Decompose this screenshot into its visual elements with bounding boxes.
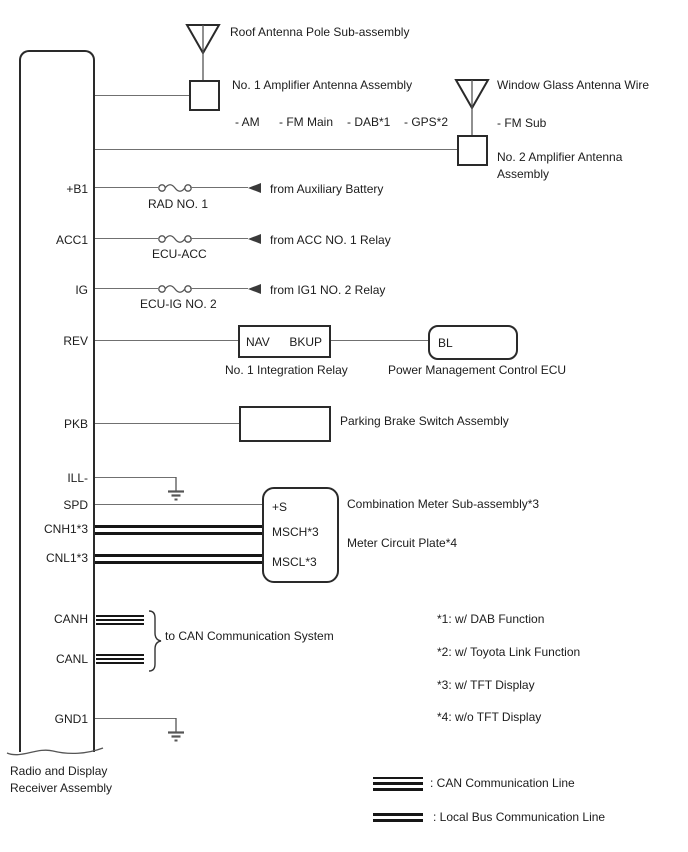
pin-label-gnd1: GND1 <box>54 712 88 726</box>
note-4: *4: w/o TFT Display <box>437 710 542 724</box>
meter-terminal-msch: MSCH*3 <box>272 525 319 539</box>
local-bus-cnl1-line1 <box>95 554 262 557</box>
source-label-b1: from Auxiliary Battery <box>270 182 384 196</box>
wire-rev-left <box>95 340 238 342</box>
wire-ig-right <box>190 288 248 290</box>
pin-label-cnl1: CNL1*3 <box>45 551 88 565</box>
pin-label-b1: +B1 <box>66 182 88 196</box>
note-3: *3: w/ TFT Display <box>437 678 535 692</box>
pin-label-canl: CANL <box>55 652 88 666</box>
can-canl-line2 <box>96 658 144 660</box>
band-fm-sub: - FM Sub <box>497 116 547 130</box>
pin-label-spd: SPD <box>63 498 88 512</box>
can-canh-line1 <box>96 615 144 617</box>
note-2: *2: w/ Toyota Link Function <box>437 645 581 659</box>
pin-label-pkb: PKB <box>63 417 88 431</box>
fuse-rad-no1-icon <box>157 181 193 195</box>
ground-icon-ill <box>165 477 187 503</box>
local-bus-cnh1-line2 <box>95 532 262 535</box>
fuse-label-ecu-ig: ECU-IG NO. 2 <box>140 297 217 311</box>
wire-ig-left <box>95 288 158 290</box>
parking-brake-switch-label: Parking Brake Switch Assembly <box>340 414 509 428</box>
pin-label-acc1: ACC1 <box>55 233 88 247</box>
legend-local-bus-label: : Local Bus Communication Line <box>433 810 606 824</box>
note-1: *1: w/ DAB Function <box>437 612 545 626</box>
wire-rev-right <box>331 340 428 342</box>
can-canh-line3 <box>96 623 144 625</box>
torn-edge-wave <box>5 744 105 760</box>
wire-pkb <box>95 423 239 425</box>
wire-ill <box>95 477 176 479</box>
fuse-label-ecu-acc: ECU-ACC <box>152 247 207 261</box>
glass-antenna-icon <box>454 78 490 138</box>
arrow-left-icon-acc1 <box>248 234 261 244</box>
source-label-ig: from IG1 NO. 2 Relay <box>270 283 386 297</box>
wire-b1-right <box>190 187 248 189</box>
pin-label-ig: IG <box>75 283 88 297</box>
can-line-icon <box>373 777 423 779</box>
can-line-icon-bar3 <box>373 788 423 791</box>
arrow-left-icon-b1 <box>248 183 261 193</box>
can-canl-line1 <box>96 654 144 656</box>
local-bus-line-icon <box>373 813 423 816</box>
wire-acc1-left <box>95 238 158 240</box>
wire-acc1-right <box>190 238 248 240</box>
amplifier-antenna-1-label: No. 1 Amplifier Antenna Assembly <box>232 78 413 92</box>
roof-antenna-label: Roof Antenna Pole Sub-assembly <box>230 25 410 39</box>
meter-terminal-s: +S <box>272 500 288 514</box>
integration-relay-label: No. 1 Integration Relay <box>225 363 348 377</box>
power-management-ecu-label: Power Management Control ECU <box>388 363 567 377</box>
relay-terminal-nav: NAV <box>246 335 270 349</box>
can-system-label: to CAN Communication System <box>165 629 334 643</box>
receiver-label-line1: Radio and Display <box>10 764 108 778</box>
fuse-ecu-acc-icon <box>157 232 193 246</box>
can-line-icon-bar2 <box>373 782 423 785</box>
ecu-terminal-bl: BL <box>438 336 453 350</box>
wire-spd <box>95 504 262 506</box>
wire-b1-left <box>95 187 158 189</box>
meter-terminal-mscl: MSCL*3 <box>272 555 317 569</box>
parking-brake-switch-box <box>239 406 331 442</box>
amplifier-antenna-2-label-line1: No. 2 Amplifier Antenna <box>497 150 623 164</box>
wire-antenna-1 <box>95 95 189 97</box>
local-bus-cnl1-line2 <box>95 561 262 564</box>
wire-gnd1 <box>95 718 176 720</box>
pin-label-canh: CANH <box>53 612 88 626</box>
arrow-left-icon-ig <box>248 284 261 294</box>
relay-terminal-bkup: BKUP <box>289 335 322 349</box>
wire-antenna-2 <box>95 149 457 151</box>
band-dab: - DAB*1 <box>347 115 391 129</box>
band-fm-main: - FM Main <box>279 115 333 129</box>
pin-label-ill: ILL- <box>67 471 88 485</box>
receiver-label-line2: Receiver Assembly <box>10 781 113 795</box>
amplifier-antenna-1-box <box>189 80 220 111</box>
legend-can-label: : CAN Communication Line <box>430 776 575 790</box>
receiver-assembly-box <box>19 50 95 752</box>
roof-antenna-icon <box>185 23 221 83</box>
can-canl-line3 <box>96 662 144 664</box>
local-bus-line-icon-bar2 <box>373 819 423 822</box>
combination-meter-box: +S MSCH*3 MSCL*3 <box>262 487 339 583</box>
integration-relay-box: NAV BKUP <box>238 325 331 358</box>
pin-label-rev: REV <box>63 334 88 348</box>
glass-antenna-label: Window Glass Antenna Wire <box>497 78 650 92</box>
meter-circuit-plate-label: Meter Circuit Plate*4 <box>347 536 458 550</box>
fuse-ecu-ig-icon <box>157 282 193 296</box>
local-bus-cnh1-line1 <box>95 525 262 528</box>
source-label-acc1: from ACC NO. 1 Relay <box>270 233 391 247</box>
amplifier-antenna-2-label-line2: Assembly <box>497 167 550 181</box>
band-am: - AM <box>235 115 260 129</box>
band-gps: - GPS*2 <box>404 115 449 129</box>
pin-label-cnh1: CNH1*3 <box>43 522 88 536</box>
amplifier-antenna-2-box <box>457 135 488 166</box>
fuse-label-rad-no1: RAD NO. 1 <box>148 197 209 211</box>
power-management-ecu-box: BL <box>428 325 518 360</box>
ground-icon-gnd1 <box>165 718 187 744</box>
brace-icon <box>146 610 162 672</box>
can-canh-line2 <box>96 619 144 621</box>
combination-meter-label: Combination Meter Sub-assembly*3 <box>347 497 540 511</box>
